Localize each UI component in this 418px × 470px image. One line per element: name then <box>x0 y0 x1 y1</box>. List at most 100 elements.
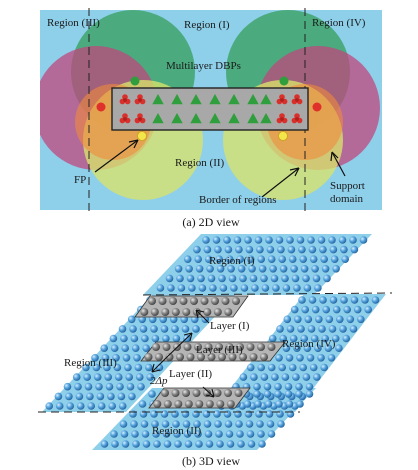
dbp-star-marker <box>134 113 146 124</box>
particles-gray <box>140 297 276 408</box>
particle-blue <box>104 373 112 381</box>
particle-blue <box>126 382 135 391</box>
particle-blue <box>54 392 63 401</box>
particle-blue <box>342 334 351 343</box>
particle-blue <box>322 305 331 314</box>
particle-blue <box>350 245 359 254</box>
particle-blue <box>188 284 196 292</box>
particle-blue <box>124 363 132 372</box>
label-region-iv-3d: Region (IV) <box>282 338 336 350</box>
particle-blue <box>202 236 210 244</box>
particle-blue <box>350 296 359 304</box>
particle-blue <box>193 420 201 428</box>
particle-blue <box>295 382 303 391</box>
particle-blue <box>100 344 108 353</box>
particle-gray <box>158 297 167 305</box>
dbp-triangle-marker <box>247 94 259 105</box>
particle-blue <box>249 274 258 283</box>
particle-blue <box>219 284 228 292</box>
particle-blue <box>237 440 245 448</box>
particle-blue <box>197 274 205 283</box>
particle-blue <box>151 420 159 428</box>
particle-blue <box>331 334 340 343</box>
particle-blue <box>134 363 143 372</box>
particle-gray <box>192 389 201 397</box>
particle-blue <box>323 274 331 283</box>
particle-blue <box>76 402 85 410</box>
particle-blue <box>275 400 283 408</box>
particle-blue <box>263 382 272 391</box>
label-region-iv-top: Region (IV) <box>312 17 366 29</box>
particle-gray <box>155 353 163 361</box>
particle-blue <box>161 420 170 428</box>
particle-gray <box>176 353 184 361</box>
particle-blue <box>125 373 133 381</box>
particle-blue <box>65 392 73 401</box>
particle-blue <box>327 354 336 362</box>
particle-blue <box>332 305 341 314</box>
particle-blue <box>289 334 298 343</box>
particle-blue <box>246 363 255 372</box>
particle-blue <box>346 315 355 324</box>
region-iv-plane <box>212 294 386 412</box>
particle-blue <box>181 325 190 333</box>
dbp-triangle-marker <box>171 94 183 105</box>
label-layer-i: Layer (I) <box>210 320 250 332</box>
particle-blue <box>112 354 120 362</box>
particle-gray <box>236 343 244 351</box>
particle-blue <box>160 410 169 418</box>
label-delta-p: 2Δp <box>150 375 168 387</box>
particle-gray <box>161 389 169 397</box>
particle-blue <box>236 255 244 263</box>
particle-blue <box>298 296 306 304</box>
particle-gray <box>182 308 191 316</box>
particle-blue <box>132 440 140 448</box>
particle-blue <box>66 402 74 410</box>
particle-blue <box>162 430 171 438</box>
particle-blue <box>133 354 141 362</box>
particle-blue <box>353 305 362 314</box>
particle-blue <box>245 420 254 428</box>
particle-blue <box>172 420 180 428</box>
fp-yellow-left <box>137 131 147 141</box>
particle-blue <box>317 236 326 244</box>
particle-blue <box>151 334 160 343</box>
particle-blue <box>263 390 272 398</box>
particle-blue <box>329 245 338 254</box>
particle-blue <box>284 382 293 391</box>
particle-blue <box>340 296 348 304</box>
particle-blue <box>55 402 64 410</box>
particle-gray <box>205 400 214 408</box>
particle-blue <box>182 420 191 428</box>
view-3d: Region (I) Layer (I) Layer (III) Region … <box>38 234 393 468</box>
particle-blue <box>318 325 326 333</box>
particle-blue <box>218 274 226 283</box>
particle-gray <box>225 343 234 351</box>
particle-blue <box>341 255 350 263</box>
particle-blue <box>155 363 164 372</box>
particle-blue <box>302 373 311 381</box>
particle-blue <box>234 410 242 418</box>
particle-blue <box>118 325 127 333</box>
particle-blue <box>171 410 179 418</box>
particle-gray <box>174 400 183 408</box>
particle-blue <box>111 440 119 448</box>
particle-blue <box>268 334 277 343</box>
particle-blue <box>141 334 149 343</box>
particle-blue <box>277 245 285 254</box>
particle-blue <box>240 284 249 292</box>
particle-blue <box>253 382 261 391</box>
particle-blue <box>282 284 291 292</box>
particle-gray <box>184 400 193 408</box>
particle-blue <box>150 410 158 418</box>
particle-blue <box>257 255 266 263</box>
particle-blue <box>284 390 293 398</box>
particle-blue <box>275 236 284 244</box>
particle-blue <box>311 265 319 273</box>
particle-blue <box>100 440 109 448</box>
particle-blue <box>105 382 114 391</box>
particle-blue <box>324 344 333 353</box>
particle-blue <box>307 236 315 244</box>
dbp-star-marker <box>291 94 303 105</box>
particle-blue <box>160 325 169 333</box>
